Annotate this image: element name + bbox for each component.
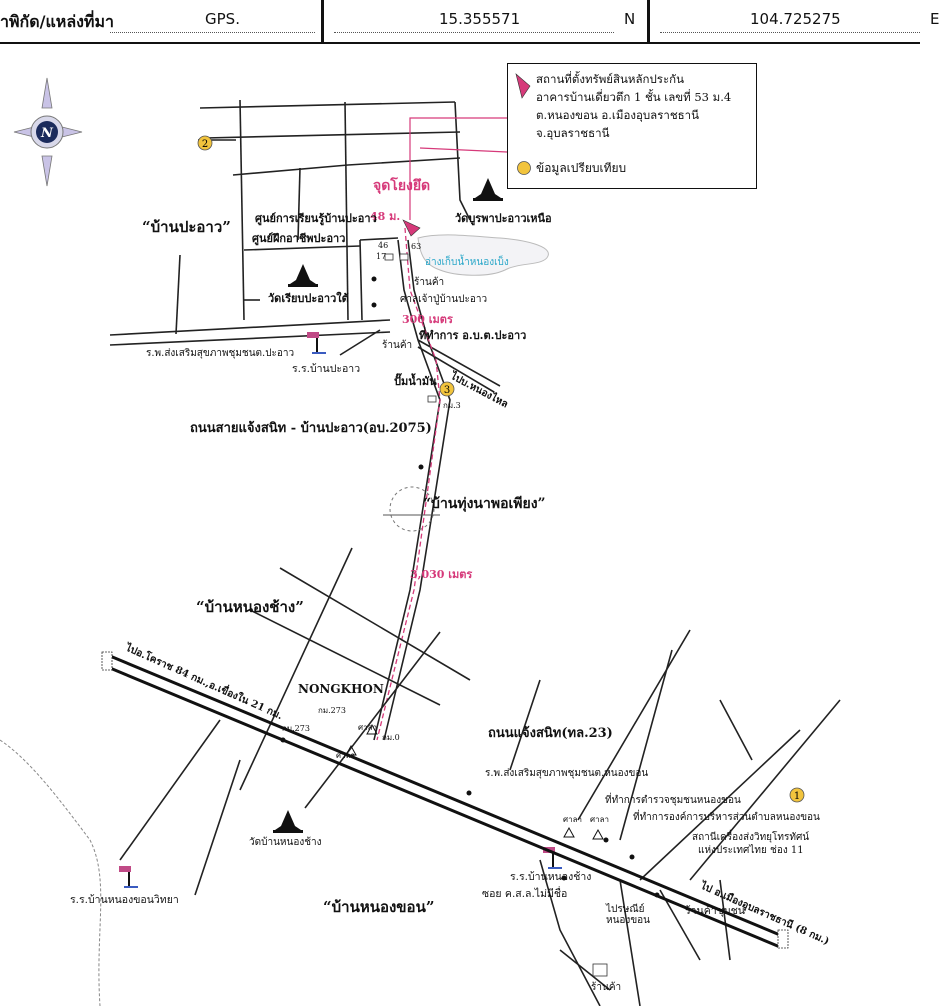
label-learning-center: ศูนย์การเรียนรู้บ้านปะอาว — [255, 212, 377, 226]
label-school-prakao: ร.ร.บ้านปะอาว — [292, 363, 360, 375]
label-dist-48: 48 ม. — [370, 210, 400, 223]
lon-cell: 104.725275 E — [650, 0, 939, 44]
label-km273-a: กม.273 — [318, 706, 346, 715]
lat-dir: N — [624, 10, 636, 28]
location-map: N — [0, 77, 841, 1006]
compass-letter: N — [40, 126, 54, 141]
field-boundary — [0, 739, 102, 1006]
label-reservoir: อ่างเก็บน้ำหนองเบ็ง — [425, 254, 509, 268]
school-flag-icon — [307, 332, 326, 354]
legend-comparison: ข้อมูลเปรียบเทียบ — [536, 161, 627, 175]
label-training-center: ศูนย์ฝึกอาชีพปะอาว — [252, 232, 345, 246]
label-village-nongkhon: “บ้านหนองขอน” — [323, 898, 434, 916]
label-village-thung: “บ้านทุ่งนาพอเพียง” — [423, 496, 546, 512]
label-soi: ซอย ค.ส.ล.ไม่มีชื่อ — [482, 886, 567, 900]
label-temple-north: วัดบูรพาปะอาวเหนือ — [455, 212, 552, 226]
reservoir-area — [417, 234, 549, 276]
label-km273-b: กม.273 — [282, 724, 310, 733]
label-hospital-nongkhon: ร.พ.ส่งเสริมสุขภาพชุมชนต.หนองขอน — [485, 768, 648, 779]
label-shop-1: ร้านค้า — [414, 276, 444, 288]
building-icon — [384, 253, 608, 977]
underline — [110, 32, 315, 33]
road-end-icon — [101, 651, 113, 671]
legend-property: สถานที่ตั้งทรัพย์สินหลักประกัน อาคารบ้าน… — [536, 70, 756, 142]
lon-dir: E — [930, 10, 940, 28]
label-road-2075: ถนนสายแจ้งสนิท - บ้านปะอาว(อบ.2075) — [190, 420, 432, 436]
label-shrine: ศาลเจ้าปู่บ้านปะอาว — [400, 293, 487, 305]
label-house-46: 46 — [378, 241, 388, 250]
label-nongkhon-sign: NONGKHON — [298, 682, 384, 696]
svg-text:1: 1 — [794, 791, 800, 802]
legend-property-line-1: สถานที่ตั้งทรัพย์สินหลักประกัน — [536, 72, 684, 86]
svg-text:3: 3 — [444, 385, 450, 396]
label-radio-station: สถานีเครื่องส่งวิทยุโทรทัศน์ — [692, 829, 809, 843]
label-shop-3: ร้านค้า — [591, 981, 621, 993]
underline — [660, 32, 920, 33]
road-2075 — [373, 239, 451, 741]
property-pin-icon — [515, 73, 531, 99]
pavilion-icon — [345, 723, 604, 840]
label-school-nongchang: ร.ร.บ้านหนองช้าง — [510, 871, 591, 883]
legend-property-line-2: อาคารบ้านเดี่ยวตึก 1 ชั้น เลขที่ 53 ม.4 — [536, 90, 732, 104]
route-line — [376, 227, 441, 741]
label-gas-station: ปั๊มน้ำมัน — [394, 373, 437, 388]
lat-value: 15.355571 — [439, 10, 521, 28]
road-end-icon — [777, 929, 789, 949]
label-post-office: ไปรษณีย์ — [605, 903, 644, 915]
map-legend: สถานที่ตั้งทรัพย์สินหลักประกัน อาคารบ้าน… — [507, 63, 757, 189]
svg-text:2: 2 — [202, 139, 208, 150]
label-road-23: ถนนแจ้งสนิท(ทล.23) — [488, 725, 613, 741]
label-pavilion-4: ศาลา — [590, 815, 609, 824]
label-house-63: 63 — [411, 242, 421, 251]
comparison-marker-3: 3 — [439, 381, 455, 397]
label-house-17: 17 — [376, 252, 386, 261]
stupa-icon — [288, 264, 318, 287]
landmark-dots — [280, 276, 660, 898]
coord-label: าพิกัด/แหล่งที่มา — [0, 12, 115, 31]
label-sao-office: ที่ทำการองค์การบริหารส่วนตำบลหนองขอน — [633, 809, 820, 823]
school-flag-icon — [119, 866, 138, 888]
property-pin-icon — [402, 219, 421, 237]
comparison-marker-1: 1 — [789, 787, 805, 803]
lower-street-grid — [119, 547, 841, 1006]
gps-source: GPS. — [205, 10, 240, 28]
label-hospital-prakao: ร.พ.ส่งเสริมสุขภาพชุมชนต.ปะอาว — [146, 348, 294, 359]
compass-rose-icon: N — [13, 77, 83, 187]
legend-leader-line — [419, 147, 508, 153]
stupa-icon — [273, 810, 303, 833]
label-ref-point: จุดโยงยึด — [373, 176, 430, 194]
label-tao-office: ที่ทำการ อ.บ.ต.ปะอาว — [419, 327, 526, 342]
legend-leader-line — [409, 117, 507, 220]
label-post-office-2: หนองขอน — [606, 915, 650, 926]
legend-property-line-4: จ.อุบลราชธานี — [536, 126, 610, 140]
legend-property-line-3: ต.หนองขอน อ.เมืองอุบลราชธานี — [536, 108, 699, 122]
label-shop-2: ร้านค้า — [382, 339, 412, 351]
coord-source-cell: าพิกัด/แหล่งที่มา GPS. — [0, 0, 324, 44]
label-pavilion-1: ศาลา — [358, 723, 377, 732]
label-dist-300: 300 เมตร — [402, 313, 453, 326]
label-village-prakao: “บ้านปะอาว” — [142, 218, 231, 236]
stupa-icon — [473, 178, 503, 201]
label-pavilion-2: ศาลา — [336, 751, 355, 760]
highway-23 — [109, 654, 781, 949]
label-pavilion-3: ศาลา — [563, 815, 582, 824]
label-village-nongchang: “บ้านหนองช้าง” — [196, 598, 304, 616]
underline — [334, 32, 614, 33]
label-school-witthaya: ร.ร.บ้านหนองขอนวิทยา — [70, 894, 179, 906]
gps-header: าพิกัด/แหล่งที่มา GPS. 15.355571 N 104.7… — [0, 0, 950, 46]
comparison-marker-2: 2 — [197, 135, 213, 151]
label-radio-station-2: แห่งประเทศไทย ช่อง 11 — [698, 844, 804, 856]
comparison-dot-icon — [517, 161, 531, 175]
label-to-korat: ไปอ.โคราช 84 กม.,อ.เขื่องใน 21 กม. — [123, 640, 285, 723]
label-km3: กม.3 — [443, 401, 461, 410]
lon-value: 104.725275 — [750, 10, 841, 28]
label-community-shop: ร้านค้าชุมชน — [685, 905, 745, 917]
label-police-post: ที่ทำการตำรวจชุมชนหนองขอน — [605, 792, 741, 806]
label-temple-nongchang: วัดบ้านหนองช้าง — [249, 836, 322, 848]
label-dist-3030: 3,030 เมตร — [410, 568, 472, 581]
label-km0: กม.0 — [382, 733, 400, 742]
village-marker-ring — [389, 486, 435, 532]
label-temple-south: วัดเรียบปะอาวใต้ — [268, 291, 349, 305]
lat-cell: 15.355571 N — [324, 0, 650, 44]
